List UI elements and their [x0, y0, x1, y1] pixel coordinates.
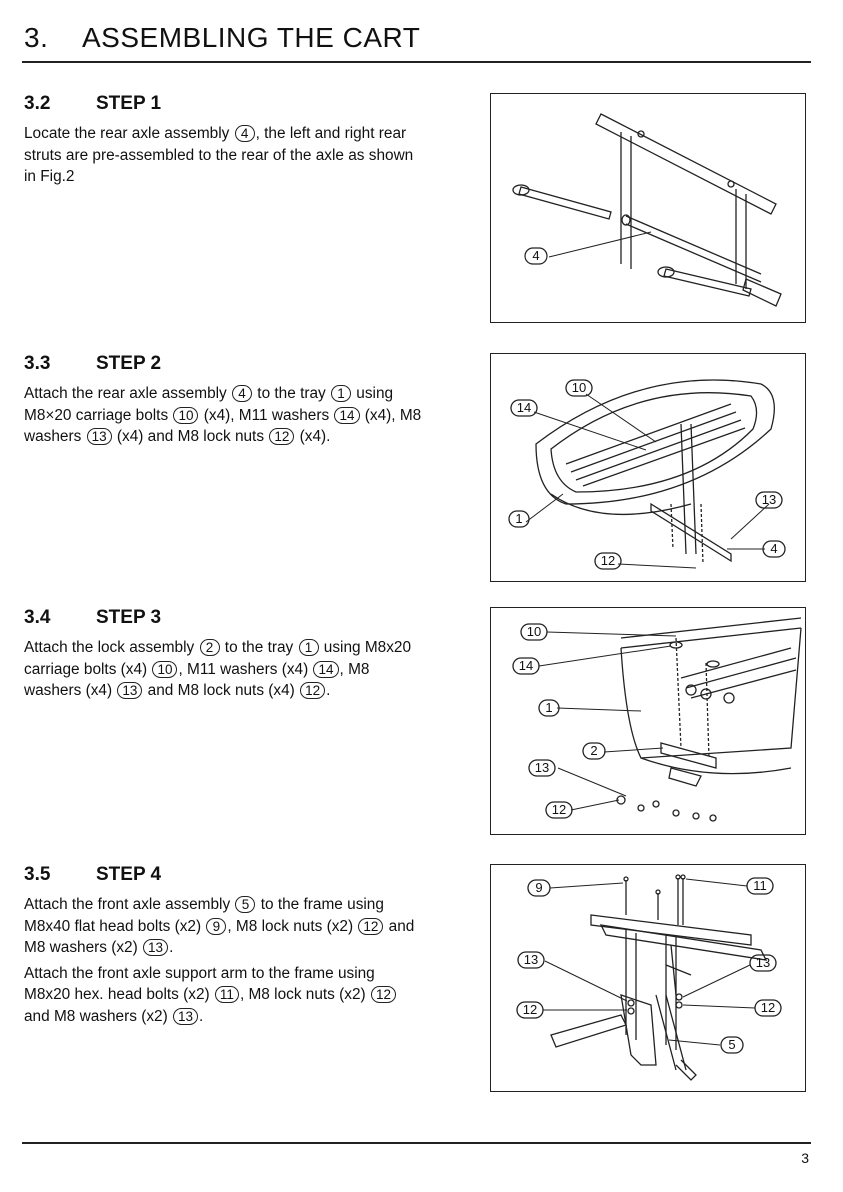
svg-text:9: 9	[535, 880, 542, 895]
footer-rule	[22, 1142, 811, 1144]
part-callout: 4	[234, 125, 255, 142]
svg-text:1: 1	[515, 511, 522, 526]
svg-text:12: 12	[552, 802, 566, 817]
svg-text:12: 12	[761, 1000, 775, 1015]
callout-12: 12	[545, 801, 573, 819]
callout-9: 9	[527, 879, 551, 897]
svg-text:13: 13	[762, 492, 776, 507]
svg-text:13: 13	[756, 955, 770, 970]
svg-text:5: 5	[728, 1037, 735, 1052]
callout-5: 5	[720, 1036, 744, 1054]
svg-text:14: 14	[517, 400, 531, 415]
callout-12: 12	[594, 552, 622, 570]
callout-10: 10	[565, 379, 593, 397]
page-number: 3	[801, 1150, 809, 1166]
callout-1: 1	[508, 510, 530, 528]
figure-rear-axle: 4	[490, 93, 806, 323]
callout-12-right: 12	[754, 999, 782, 1017]
callout-4: 4	[762, 540, 786, 558]
callout-13-right: 13	[749, 954, 777, 972]
callout-14: 14	[510, 399, 538, 417]
callout-13-left: 13	[517, 951, 545, 969]
callout-4: 4	[524, 247, 548, 265]
figure-front-axle: 9 11 13 13 12 12 5	[490, 864, 806, 1092]
svg-text:14: 14	[519, 658, 533, 673]
section-number: 3.	[24, 22, 49, 53]
header-rule	[22, 61, 811, 63]
step-text: Attach the front axle assembly 5 to the …	[24, 896, 415, 956]
svg-text:2: 2	[590, 743, 597, 758]
svg-text:13: 13	[524, 952, 538, 967]
callout-1: 1	[538, 699, 560, 717]
svg-text:4: 4	[532, 248, 539, 263]
svg-text:1: 1	[545, 700, 552, 715]
callout-2: 2	[582, 742, 606, 760]
svg-text:10: 10	[572, 380, 586, 395]
svg-text:4: 4	[770, 541, 777, 556]
figure-lock-assembly: 10 14 1 2 13 12	[490, 607, 806, 835]
svg-text:12: 12	[601, 553, 615, 568]
step-text: Locate the rear axle assembly 4, the lef…	[24, 125, 414, 185]
callout-12-left: 12	[516, 1001, 544, 1019]
step-text-2: Attach the front axle support arm to the…	[24, 963, 424, 1028]
step-text: Attach the lock assembly 2 to the tray 1…	[24, 639, 412, 699]
svg-text:13: 13	[535, 760, 549, 775]
callout-13: 13	[528, 759, 556, 777]
callout-10: 10	[520, 623, 548, 641]
svg-text:11: 11	[753, 878, 767, 893]
svg-text:10: 10	[527, 624, 541, 639]
callout-13: 13	[755, 491, 783, 509]
step-text: Attach the rear axle assembly 4 to the t…	[24, 385, 422, 445]
svg-text:12: 12	[523, 1002, 537, 1017]
callout-11: 11	[746, 877, 774, 895]
figure-tray-rear-axle: 10 14 1 13 4 12	[490, 353, 806, 582]
callout-14: 14	[512, 657, 540, 675]
page-title: 3. ASSEMBLING THE CART	[24, 22, 420, 54]
section-title: ASSEMBLING THE CART	[82, 22, 421, 53]
